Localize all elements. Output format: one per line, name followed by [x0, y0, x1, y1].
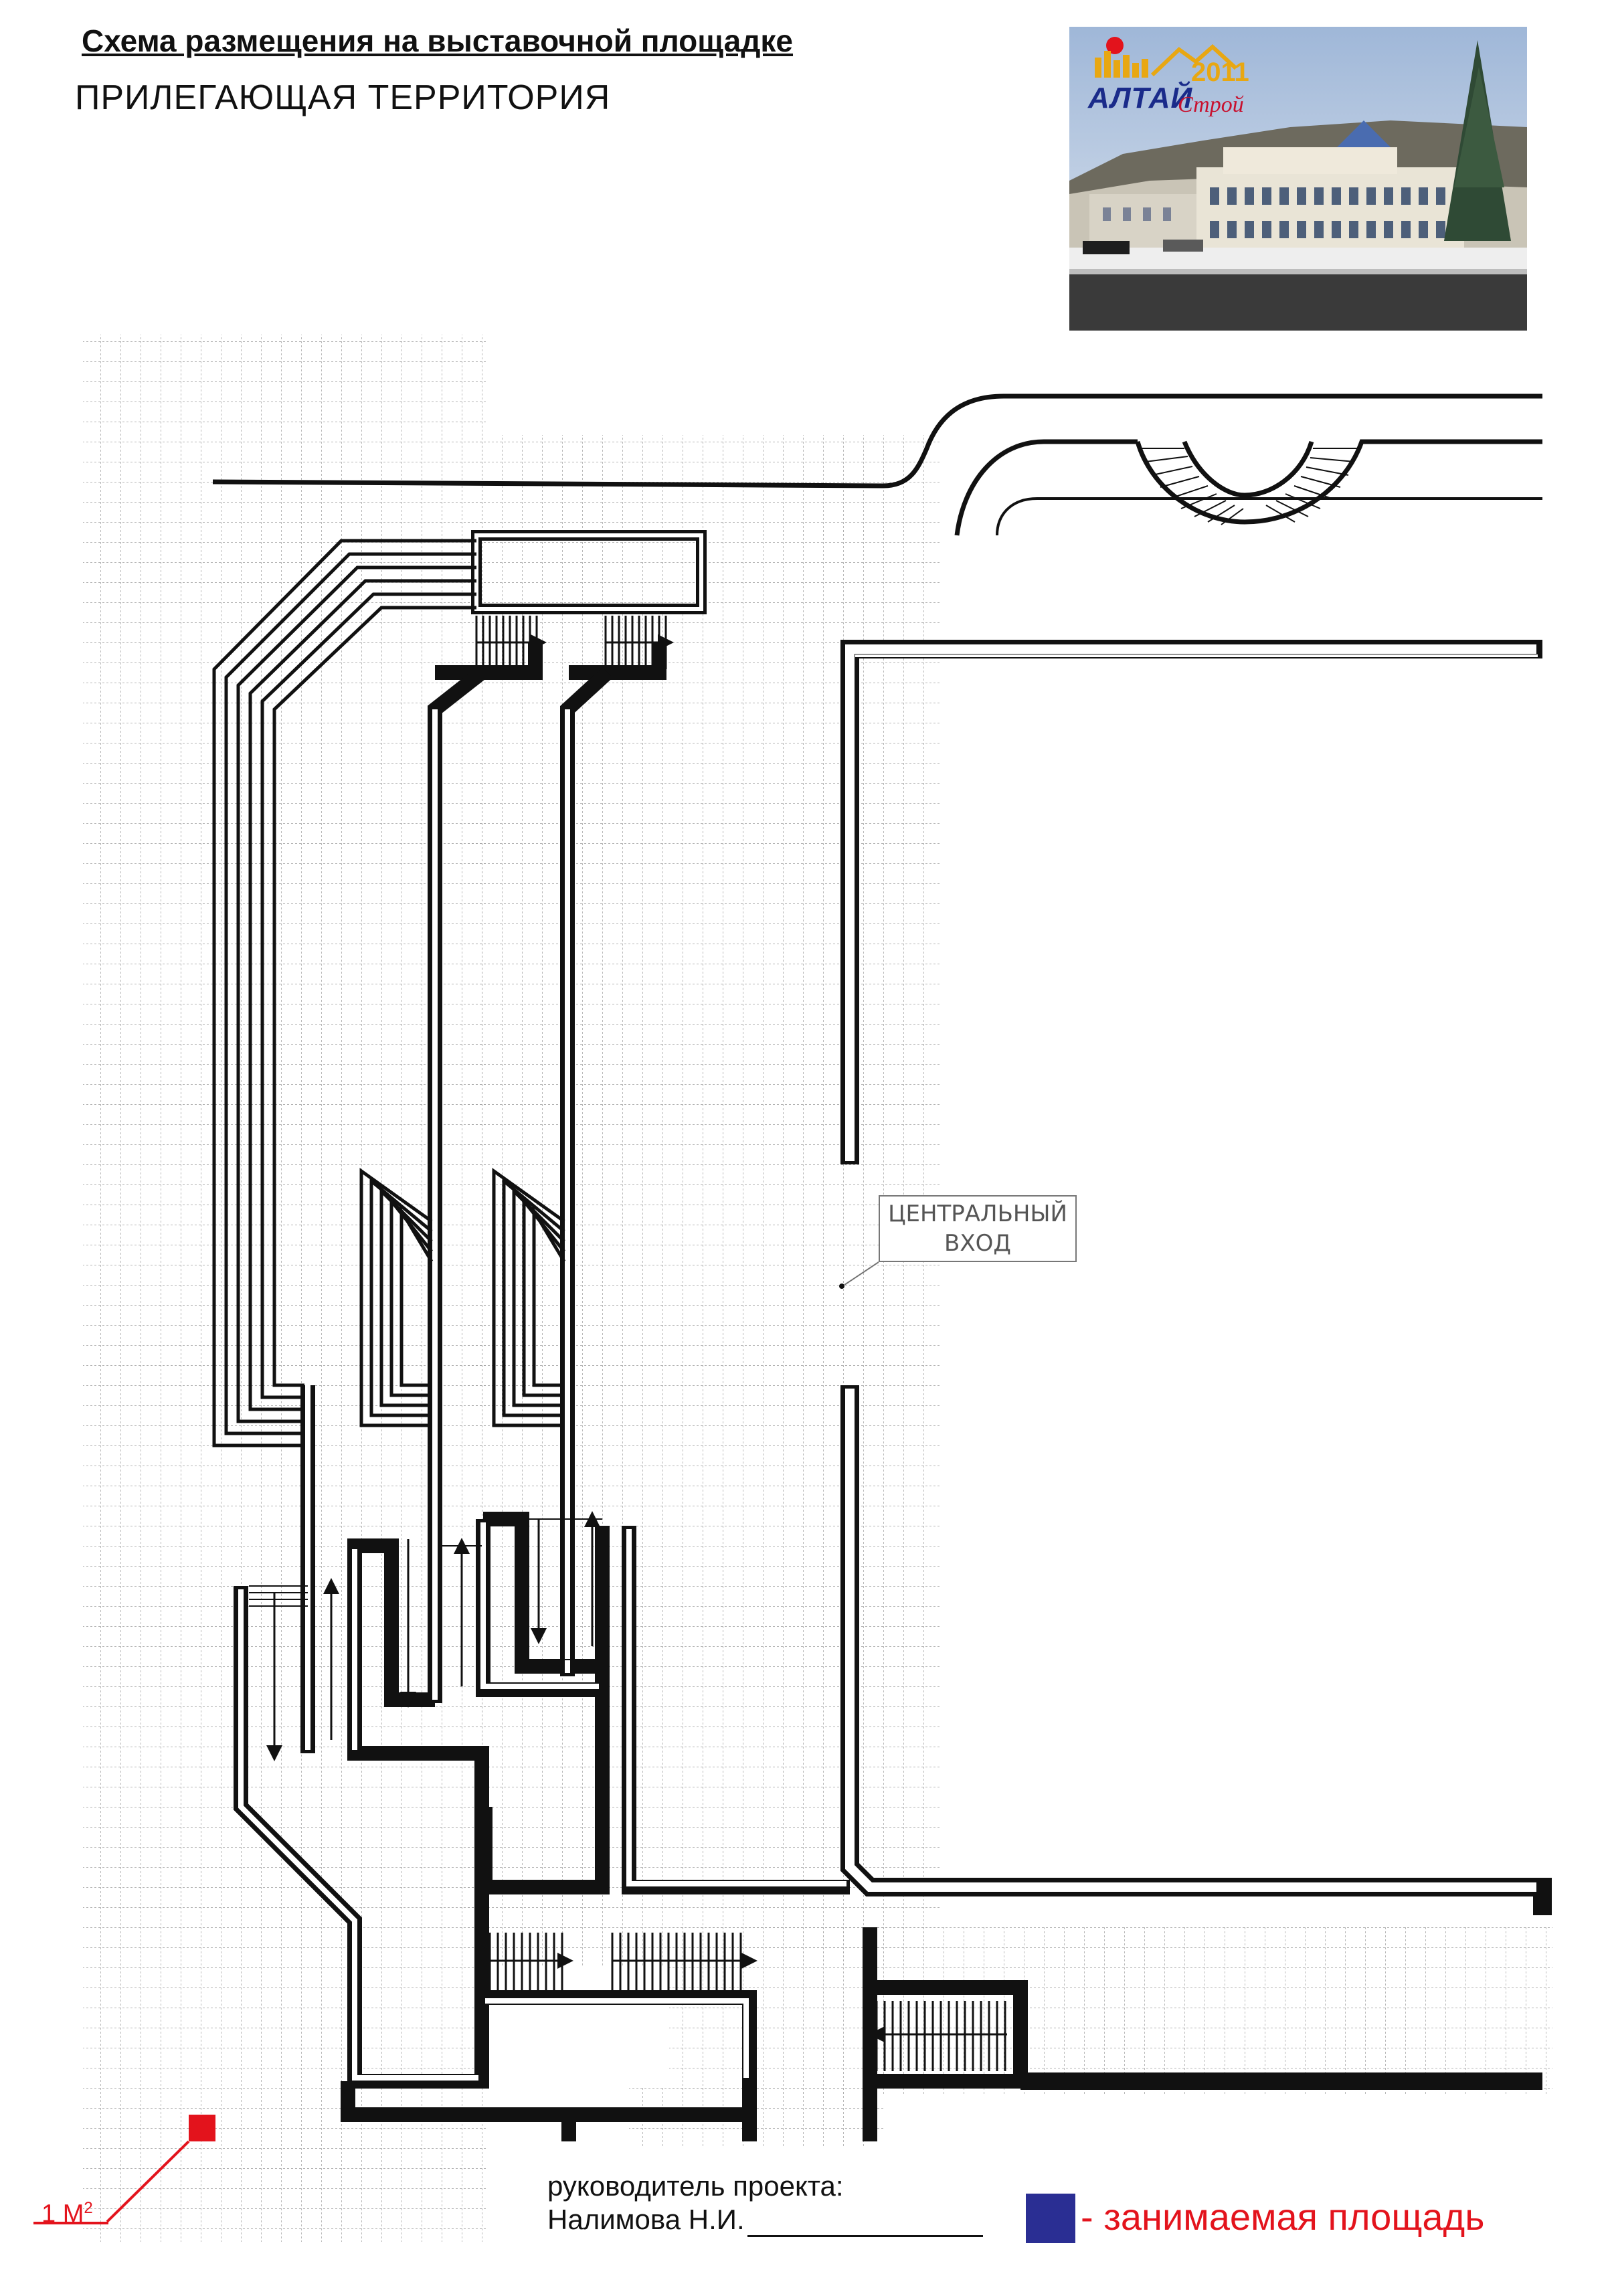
scale-label: 1 М2: [41, 2199, 93, 2229]
manager-name: Налимова Н.И.: [547, 2204, 745, 2235]
entrance-block: [471, 530, 707, 614]
page-title: Схема размещения на выставочной площадке: [82, 23, 794, 58]
grid-area: [83, 335, 1552, 2242]
entrance-label-line2: ВХОД: [944, 1230, 1011, 1257]
page-subtitle: ПРИЛЕГАЮЩАЯ ТЕРРИТОРИЯ: [75, 78, 611, 117]
legend-swatch: [1026, 2194, 1075, 2243]
ramp-left: [212, 539, 476, 1447]
logo-name: АЛТАЙ: [1088, 82, 1193, 114]
legend-label: - занимаемая площадь: [1081, 2196, 1485, 2238]
central-entrance-label: ЦЕНТРАЛЬНЫЙ ВХОД: [879, 1195, 1077, 1262]
flow-arrows: [266, 634, 1007, 2042]
stand-left: [359, 1168, 434, 1427]
scale-superscript: 2: [84, 2199, 93, 2217]
entrance-point: [839, 1284, 844, 1289]
manager-label: руководитель проекта:: [547, 2170, 844, 2202]
scale-text: 1 М: [41, 2200, 84, 2228]
signature-line: [747, 2235, 983, 2237]
entrance-label-line1: ЦЕНТРАЛЬНЫЙ: [888, 1201, 1067, 1227]
scale-indicator: [33, 2115, 215, 2224]
exhibition-logo: [1079, 35, 1239, 98]
venue-photo: 2011 АЛТАЙ Строй: [1069, 27, 1527, 331]
wall-inner-highlight: [238, 709, 846, 2081]
logo-subtitle: Строй: [1178, 92, 1244, 117]
steps-decor: [1141, 448, 1358, 525]
entrance-leader: [844, 1261, 879, 1286]
stand-right: [492, 1168, 566, 1427]
building-wall: [840, 640, 1552, 1915]
logo-year: 2011: [1191, 58, 1249, 87]
road: [212, 393, 1542, 536]
building-wall-inner: [845, 644, 1536, 1892]
